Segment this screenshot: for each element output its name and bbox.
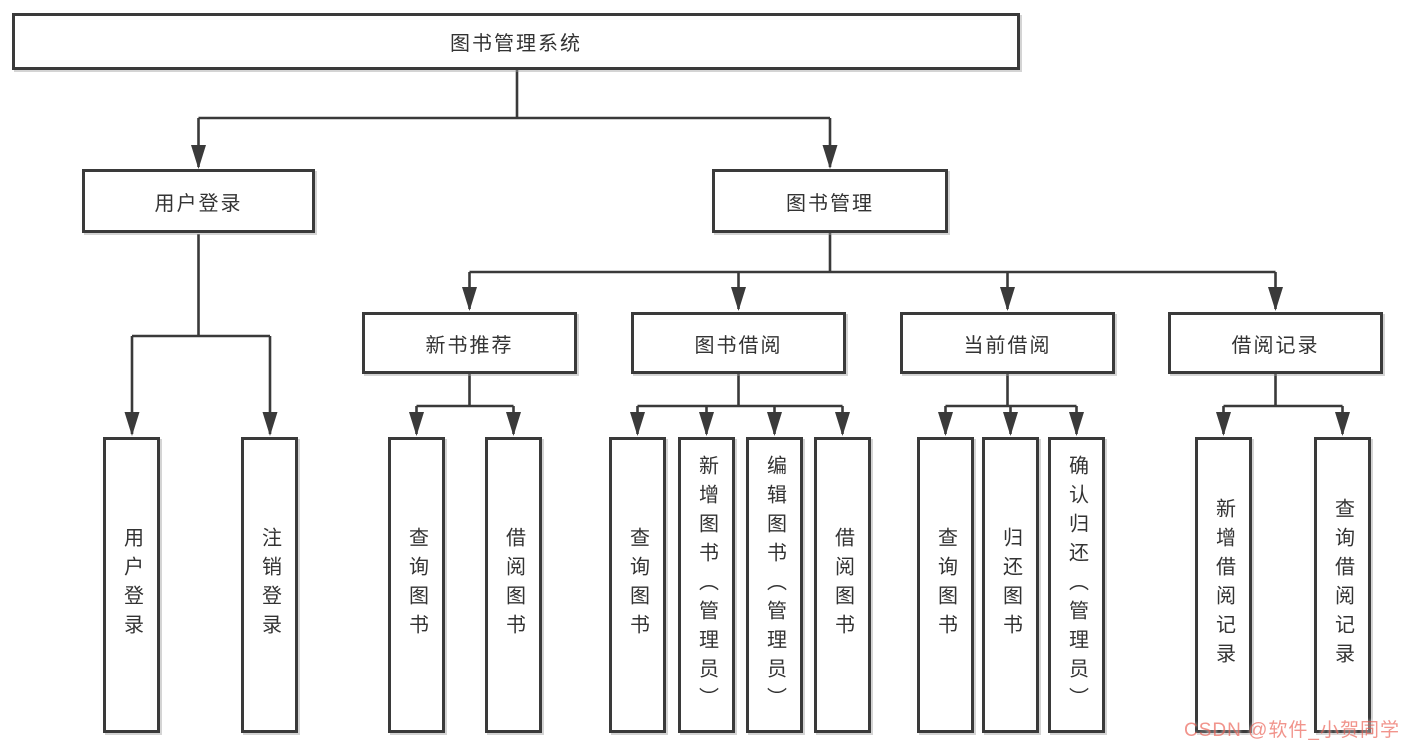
node-book-management: 图书管理	[712, 169, 948, 233]
leaf-borrow-books-borrowing: 借阅图书	[814, 437, 871, 733]
node-label: 图书管理	[786, 192, 874, 215]
csdn-watermark: CSDN @软件_小贺同学	[1184, 720, 1400, 741]
node-label: 图书借阅	[694, 334, 783, 357]
node-book-management-system: 图书管理系统	[12, 13, 1020, 70]
node-label: 用户登录	[120, 527, 143, 643]
leaf-query-books-current: 查询图书	[917, 437, 974, 733]
node-user-login: 用户登录	[82, 169, 315, 233]
node-label: 编辑图书（管理员）	[763, 454, 786, 716]
node-borrowing-records: 借阅记录	[1168, 312, 1383, 374]
node-label: 查询图书	[934, 527, 957, 643]
node-label: 借阅图书	[831, 527, 854, 643]
node-label: 查询借阅记录	[1331, 498, 1354, 672]
node-new-book-recommendation: 新书推荐	[362, 312, 577, 374]
node-label: 图书管理系统	[450, 33, 582, 55]
node-label: 确认归还（管理员）	[1065, 454, 1088, 716]
node-label: 用户登录	[154, 192, 243, 215]
node-book-borrowing: 图书借阅	[631, 312, 846, 374]
node-label: 新增借阅记录	[1212, 498, 1235, 672]
node-label: 查询图书	[626, 527, 649, 643]
leaf-logout: 注销登录	[241, 437, 298, 733]
leaf-add-books-admin: 新增图书（管理员）	[678, 437, 735, 733]
leaf-query-books-recommend: 查询图书	[388, 437, 445, 733]
leaf-edit-books-admin: 编辑图书（管理员）	[746, 437, 803, 733]
leaf-borrow-books-recommend: 借阅图书	[485, 437, 542, 733]
node-current-borrowing: 当前借阅	[900, 312, 1115, 374]
node-label: 借阅图书	[502, 527, 525, 643]
leaf-query-books-borrowing: 查询图书	[609, 437, 666, 733]
node-label: 归还图书	[999, 527, 1022, 643]
connector-segments	[132, 70, 1343, 408]
node-label: 新书推荐	[425, 334, 514, 357]
node-label: 当前借阅	[963, 334, 1052, 357]
node-label: 新增图书（管理员）	[695, 454, 718, 716]
node-label: 查询图书	[405, 527, 428, 643]
leaf-return-books: 归还图书	[982, 437, 1039, 733]
leaf-add-borrowing-record: 新增借阅记录	[1195, 437, 1252, 733]
leaf-confirm-return-admin: 确认归还（管理员）	[1048, 437, 1105, 733]
leaf-user-login: 用户登录	[103, 437, 160, 733]
node-label: 借阅记录	[1231, 334, 1320, 357]
leaf-query-borrowing-record: 查询借阅记录	[1314, 437, 1371, 733]
node-label: 注销登录	[258, 527, 281, 643]
